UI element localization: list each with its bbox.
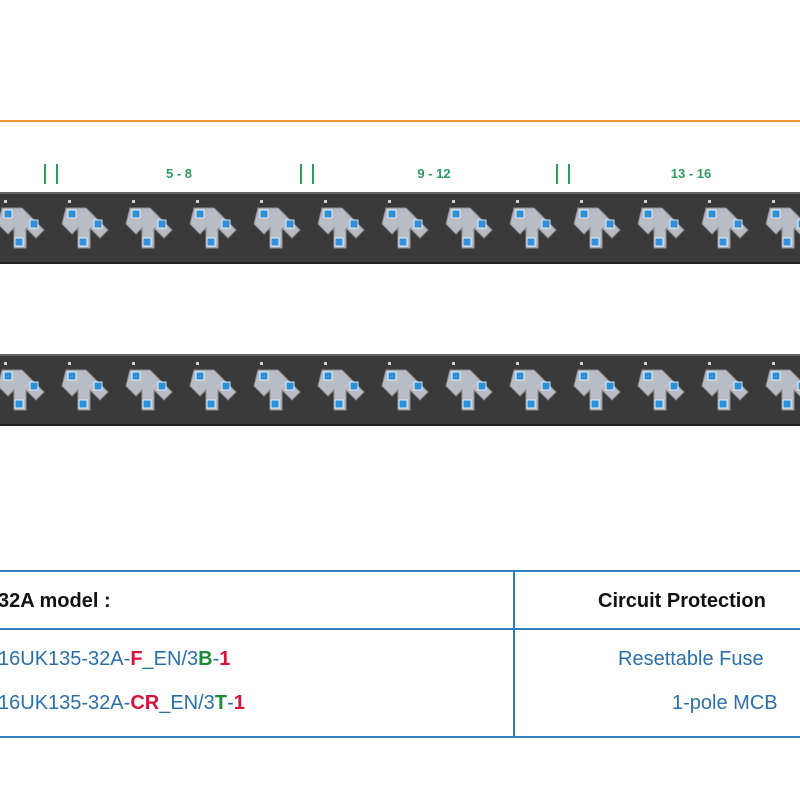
- group-separator: [44, 164, 58, 184]
- socket-outlet-icon: [317, 362, 365, 411]
- socket-outlet-icon: [0, 200, 45, 249]
- socket-outlet-icon: [381, 362, 429, 411]
- socket-outlet-icon: [701, 362, 749, 411]
- model-sep: -: [212, 648, 220, 670]
- model-mid: _EN/3: [142, 648, 199, 670]
- socket-outlet-icon: [445, 362, 493, 411]
- model-code-protection: F: [130, 648, 143, 670]
- model-prefix: 16UK135-32A-: [0, 648, 131, 670]
- table-row-model: 16UK135-32A-CR_EN/3T-1: [0, 692, 245, 715]
- socket-outlet-icon: [573, 200, 621, 249]
- socket-outlet-icon: [0, 362, 45, 411]
- socket-outlet-icon: [125, 200, 173, 249]
- pdu-strip-top: [0, 192, 800, 264]
- socket-outlet-icon: [445, 200, 493, 249]
- table-row-protection: 1-pole MCB: [672, 692, 778, 714]
- group-label-13-16: 13 - 16: [670, 166, 712, 181]
- table-header-divider: [0, 628, 800, 630]
- socket-outlet-icon: [381, 200, 429, 249]
- header-model: 32A model :: [0, 590, 111, 612]
- table-row-protection: Resettable Fuse: [618, 648, 764, 670]
- socket-outlet-icon: [189, 200, 237, 249]
- socket-row-top: [0, 200, 800, 249]
- socket-outlet-icon: [573, 362, 621, 411]
- group-separator: [556, 164, 570, 184]
- group-separator: [300, 164, 314, 184]
- table-row-model: 16UK135-32A-F_EN/3B-1: [0, 648, 230, 671]
- orange-divider-line: [0, 120, 800, 122]
- socket-outlet-icon: [765, 362, 800, 411]
- socket-outlet-icon: [701, 200, 749, 249]
- model-sep: -: [227, 692, 234, 714]
- model-table: 32A model : Circuit Protection 16UK135-3…: [0, 570, 800, 738]
- socket-row-bottom: [0, 362, 800, 411]
- socket-outlet-icon: [317, 200, 365, 249]
- socket-outlet-icon: [61, 362, 109, 411]
- socket-outlet-icon: [253, 362, 301, 411]
- model-code-type: B: [198, 648, 213, 670]
- group-label-9-12: 9 - 12: [417, 166, 451, 181]
- socket-outlet-icon: [765, 200, 800, 249]
- socket-outlet-icon: [509, 362, 557, 411]
- header-protection: Circuit Protection: [598, 590, 766, 612]
- pdu-strip-bottom: [0, 354, 800, 426]
- model-prefix: 16UK135-32A-: [0, 692, 131, 714]
- socket-outlet-icon: [637, 200, 685, 249]
- socket-outlet-icon: [637, 362, 685, 411]
- socket-outlet-icon: [61, 200, 109, 249]
- socket-outlet-icon: [189, 362, 237, 411]
- model-code-protection: CR: [130, 692, 160, 714]
- top-dimension-label: -: [330, 86, 400, 98]
- model-code-variant: 1: [233, 692, 245, 714]
- socket-outlet-icon: [509, 200, 557, 249]
- model-code-variant: 1: [219, 648, 231, 670]
- socket-outlet-icon: [253, 200, 301, 249]
- model-code-type: T: [214, 692, 228, 714]
- group-label-5-8: 5 - 8: [165, 166, 192, 181]
- table-column-divider: [513, 572, 515, 736]
- model-mid: _EN/3: [159, 692, 215, 714]
- socket-outlet-icon: [125, 362, 173, 411]
